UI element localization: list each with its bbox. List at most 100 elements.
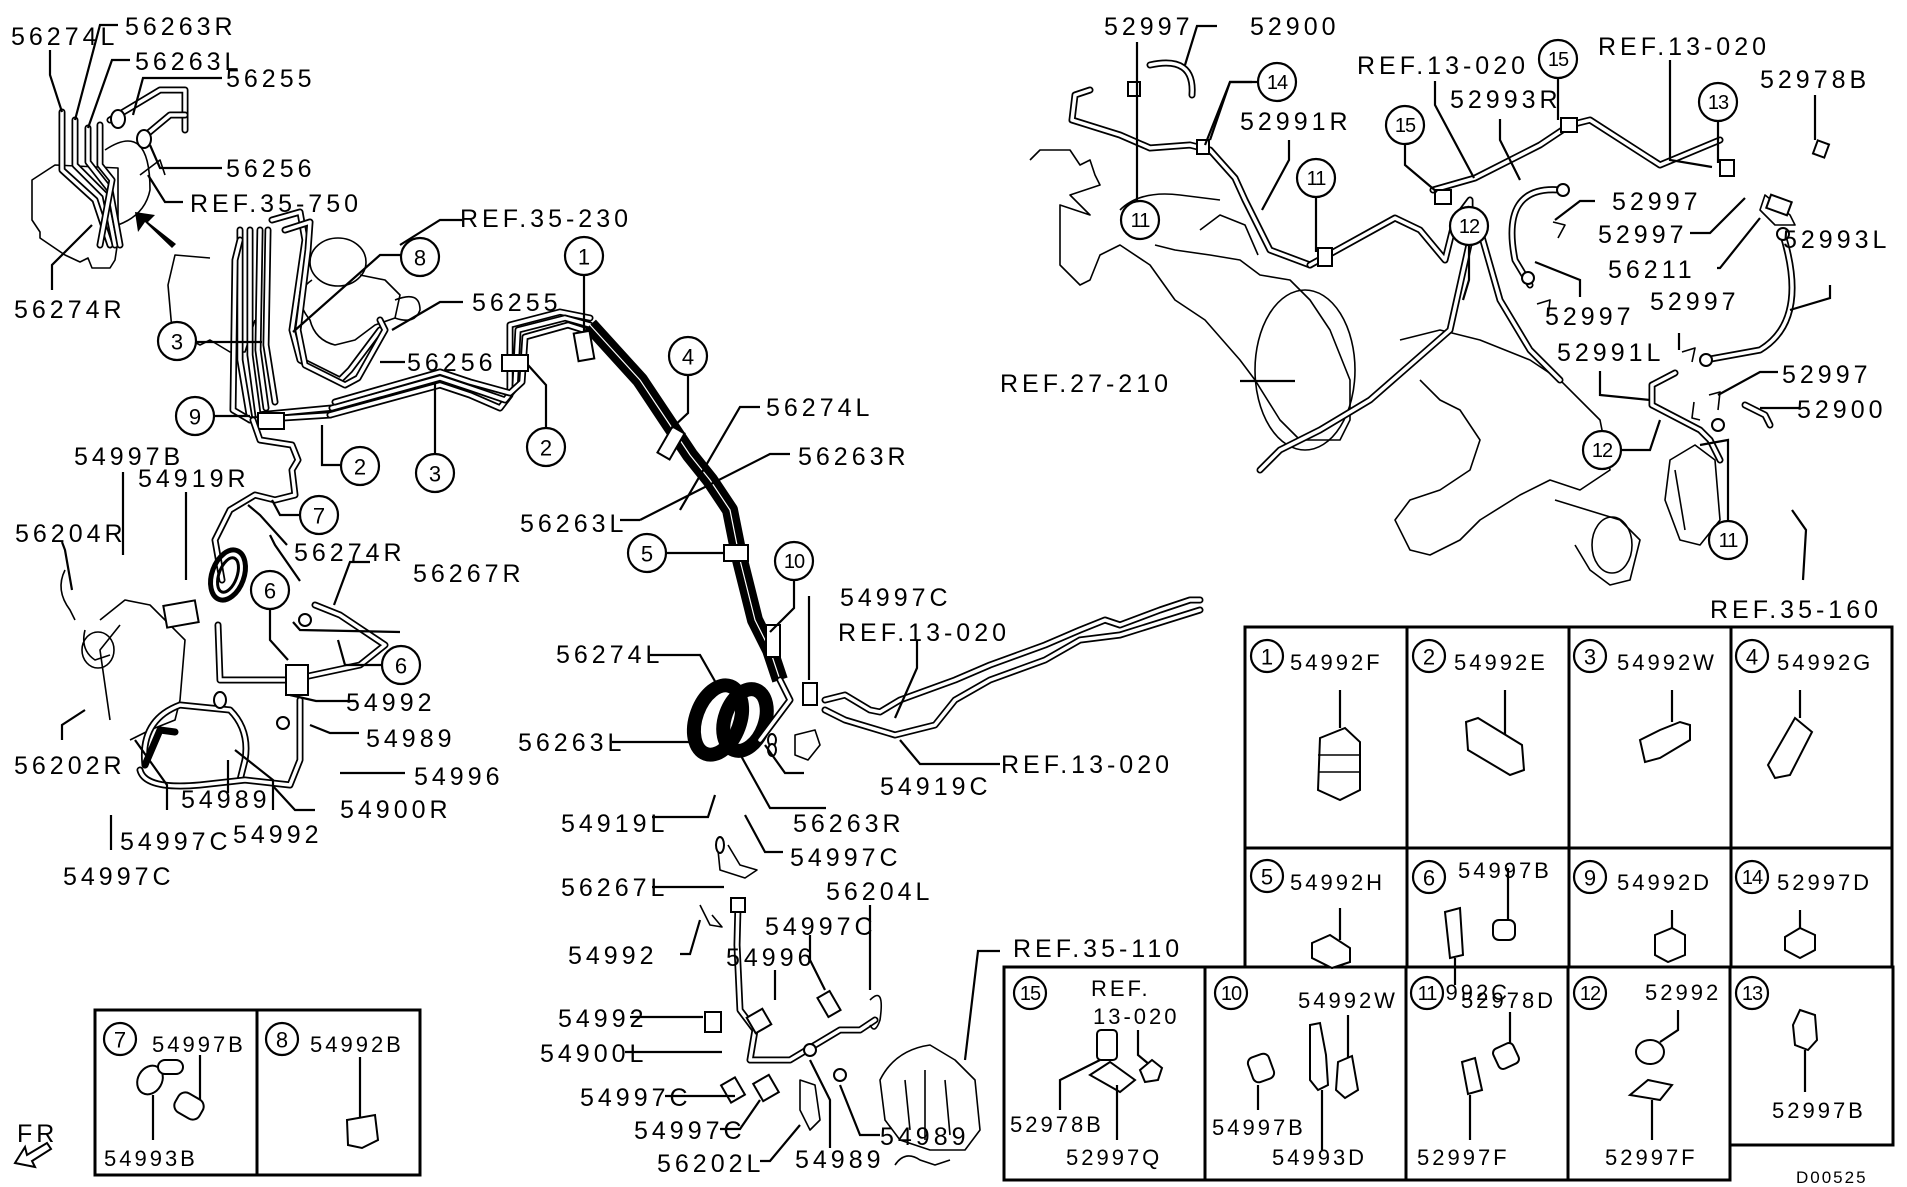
legend-part-54992B: 54992B [310,1032,404,1057]
label-part-56204L: 56204L [826,878,933,906]
callout-1: 1 [563,235,605,332]
front-left-brake-illustration [699,596,1204,1166]
svg-text:14: 14 [1742,867,1763,889]
label-part-56263R: 56263R [125,13,237,41]
callout-9: 9 [174,395,250,437]
label-ref-13-020-rear-b: REF.13-020 [1598,33,1770,61]
svg-text:6: 6 [264,579,276,604]
svg-text:8: 8 [414,246,426,271]
label-ref-13-020-rear-a: REF.13-020 [1357,52,1529,80]
main-brake-line-bundle [257,308,794,762]
label-part-54919L: 54919L [561,810,668,838]
svg-text:11: 11 [1719,530,1739,552]
callout-3-left: 3 [156,320,262,362]
legend-part-54992D: 54992D [1617,870,1712,895]
front-right-leader-lines [60,472,405,850]
legend-cell-12: 12 52992 52997F [1572,975,1721,1170]
label-part-56274R-fr: 56274R [294,539,406,567]
svg-text:9: 9 [1584,866,1596,891]
label-part-56263L: 56263L [135,48,242,76]
svg-text:13: 13 [1708,92,1729,114]
svg-text:2: 2 [1423,645,1435,670]
leader-mc-56255 [391,300,463,331]
callout-8: 8 [399,236,441,278]
legend-part-52992: 52992 [1645,980,1721,1005]
legend-cell-14: 14 52997D [1734,859,1872,960]
label-part-52997-rear-c: 52997 [1545,303,1635,331]
direction-arrow-icon [135,212,176,248]
legend-part-54997B-cell7: 54997B [152,1032,246,1057]
front-direction-indicator: FR [13,1120,58,1169]
label-part-54989-fr-b: 54989 [181,786,271,814]
legend-part-52997D: 52997D [1777,870,1872,895]
label-part-52991L: 52991L [1557,339,1664,367]
svg-text:15: 15 [1548,49,1569,71]
label-part-54997C-mid-f: 54997C [634,1117,746,1145]
callout-5: 5 [626,532,724,574]
label-part-56256: 56256 [226,155,316,183]
svg-text:11: 11 [1307,168,1327,190]
legend-part-54992E: 54992E [1454,650,1548,675]
svg-text:12: 12 [1459,216,1480,238]
rear-axle-illustration [1029,59,1831,586]
label-part-52997-rear-top: 52997 [1104,13,1194,41]
callout-13: 13 [1697,81,1739,163]
svg-text:6: 6 [1423,866,1435,891]
label-part-56263R-mid: 56263R [798,443,910,471]
diagram-code: D00525 [1796,1168,1868,1187]
label-ref-13-020-mid-b: REF.13-020 [1001,751,1173,779]
legend-cell-7: 7 54997B 54993B [102,1021,246,1171]
svg-text:1: 1 [1261,645,1273,670]
label-part-54989-fr-a: 54989 [366,725,456,753]
label-part-54992-mid-b: 54992 [558,1005,648,1033]
svg-text:8: 8 [276,1028,288,1053]
label-part-54992-mid-a: 54992 [568,942,658,970]
svg-text:4: 4 [682,345,694,370]
svg-text:2: 2 [354,455,366,480]
legend-part-52978B-cell15: 52978B [1010,1112,1104,1137]
svg-text:3: 3 [171,330,183,355]
callout-3-right: 3 [414,382,456,494]
legend-cell-13: 13 52997B [1734,975,1863,1123]
label-part-54997C-mid-c: 54997C [790,844,902,872]
callout-12-b: 12 [1581,419,1662,471]
legend-part-54997B-cell10: 54997B [1212,1115,1306,1140]
label-part-56255: 56255 [226,65,316,93]
legend-cell-10: 10 54992W 54997B 54993D [1212,975,1395,1170]
label-part-56202R: 56202R [14,752,126,780]
svg-text:15: 15 [1395,115,1416,137]
legend-part-52997F-cell12: 52997F [1605,1145,1698,1170]
leader-56263R-a [639,452,790,521]
label-part-54996-mid: 54996 [726,944,816,972]
svg-text:9: 9 [189,405,201,430]
label-part-52900-rear-top: 52900 [1250,13,1340,41]
label-part-52991R: 52991R [1240,108,1352,136]
svg-text:7: 7 [313,504,325,529]
legend-ref-prefix: REF. [1091,976,1151,1001]
svg-text:3: 3 [1584,645,1596,670]
label-part-56204R: 56204R [15,520,127,548]
label-part-56274L: 56274L [11,23,118,51]
callout-12-a: 12 [1448,205,1490,301]
svg-text:15: 15 [1020,983,1041,1005]
label-part-54992-fr-b: 54992 [233,821,323,849]
label-ref-13-020-mid-a: REF.13-020 [838,619,1010,647]
label-part-54997C-fr-b: 54997C [63,863,175,891]
label-part-56263L-mid: 56263L [520,510,627,538]
label-part-54997C-mid-top: 54997C [840,584,952,612]
legend-part-52997Q: 52997Q [1066,1145,1162,1170]
label-part-54997B-fr: 54997B [74,443,184,471]
callout-15-a: 15 [1384,104,1438,193]
svg-text:14: 14 [1267,72,1288,94]
label-part-54919C: 54919C [880,773,992,801]
front-right-brake-illustration [60,416,389,790]
svg-text:5: 5 [641,542,653,567]
callout-15-b: 15 [1537,38,1579,120]
label-part-54997C-mid-e: 54997C [580,1084,692,1112]
label-part-52997-rear-a: 52997 [1612,188,1702,216]
leader-56274L-a [679,405,760,511]
label-fr: FR [17,1120,58,1148]
label-part-54989-mid-a: 54989 [795,1146,885,1174]
callout-14: 14 [1208,61,1298,141]
callout-6-upper: 6 [249,569,291,661]
